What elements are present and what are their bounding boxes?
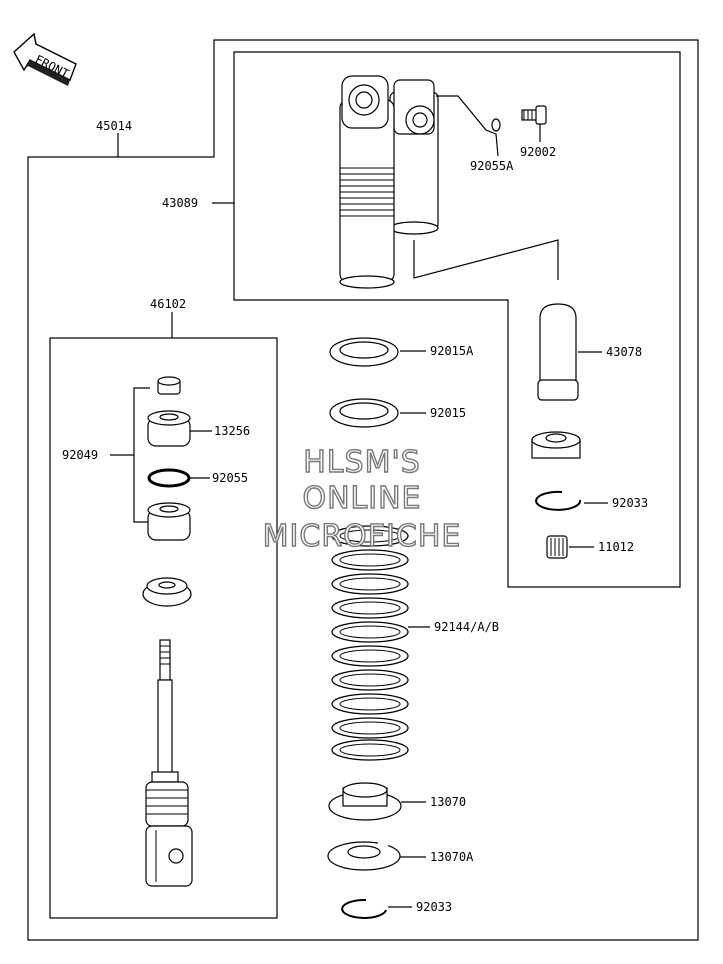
piston-rod-clevis	[145, 639, 193, 887]
part-13070-seat	[328, 782, 402, 821]
part-92015A-label: 92015A	[430, 344, 474, 358]
part-92055-oring	[147, 468, 191, 488]
part-92055A-oring	[491, 118, 501, 132]
part-92033-lower-label: 92033	[416, 900, 452, 914]
part-92002-bolt	[521, 105, 547, 125]
part-92033-circlip-upper	[535, 490, 582, 511]
shock-body-reservoir	[339, 75, 439, 289]
lower-bushing	[147, 502, 191, 541]
reservoir-group-number: 43089	[162, 196, 198, 210]
shock-body-group-box	[49, 337, 278, 919]
part-13070A-label: 13070A	[430, 850, 474, 864]
part-92144-label: 92144/A/B	[434, 620, 499, 634]
part-11012-label: 11012	[598, 540, 634, 554]
part-92033-upper-label: 92033	[612, 496, 648, 510]
part-92055A-label: 92055A	[470, 159, 514, 173]
watermark-line-1: HLSM'S	[303, 445, 421, 480]
watermark: HLSM'S ONLINE MICROFICHE	[262, 444, 462, 554]
part-92144-spring	[331, 525, 409, 761]
shock-body-group-number: 46102	[150, 297, 186, 311]
reservoir-cap	[531, 431, 581, 459]
part-92033-circlip-lower	[341, 898, 387, 919]
front-arrow-icon: FRONT	[13, 32, 77, 86]
part-43078-bladder	[537, 303, 579, 401]
part-13070-label: 13070	[430, 795, 466, 809]
bumper-group-number: 92049	[62, 448, 98, 462]
watermark-line-3: MICROFICHE	[263, 519, 462, 554]
assembly-number: 45014	[96, 119, 132, 133]
part-43078-label: 43078	[606, 345, 642, 359]
part-92015-nut	[329, 398, 399, 428]
top-nut	[157, 376, 181, 395]
part-13256-bushing	[147, 410, 191, 447]
part-11012-valve-cap	[546, 535, 568, 559]
watermark-line-2: ONLINE	[302, 481, 421, 516]
seal-washer	[142, 577, 192, 607]
bumper-group-bracket: 92049	[62, 387, 150, 523]
part-92002-label: 92002	[520, 145, 556, 159]
assembly-frame	[27, 39, 699, 941]
reservoir-group-box	[233, 51, 681, 588]
part-13256-label: 13256	[214, 424, 250, 438]
part-92055-label: 92055	[212, 471, 248, 485]
part-92015A-locknut	[329, 337, 399, 367]
part-92015-label: 92015	[430, 406, 466, 420]
part-13070A-stopper	[327, 840, 401, 871]
